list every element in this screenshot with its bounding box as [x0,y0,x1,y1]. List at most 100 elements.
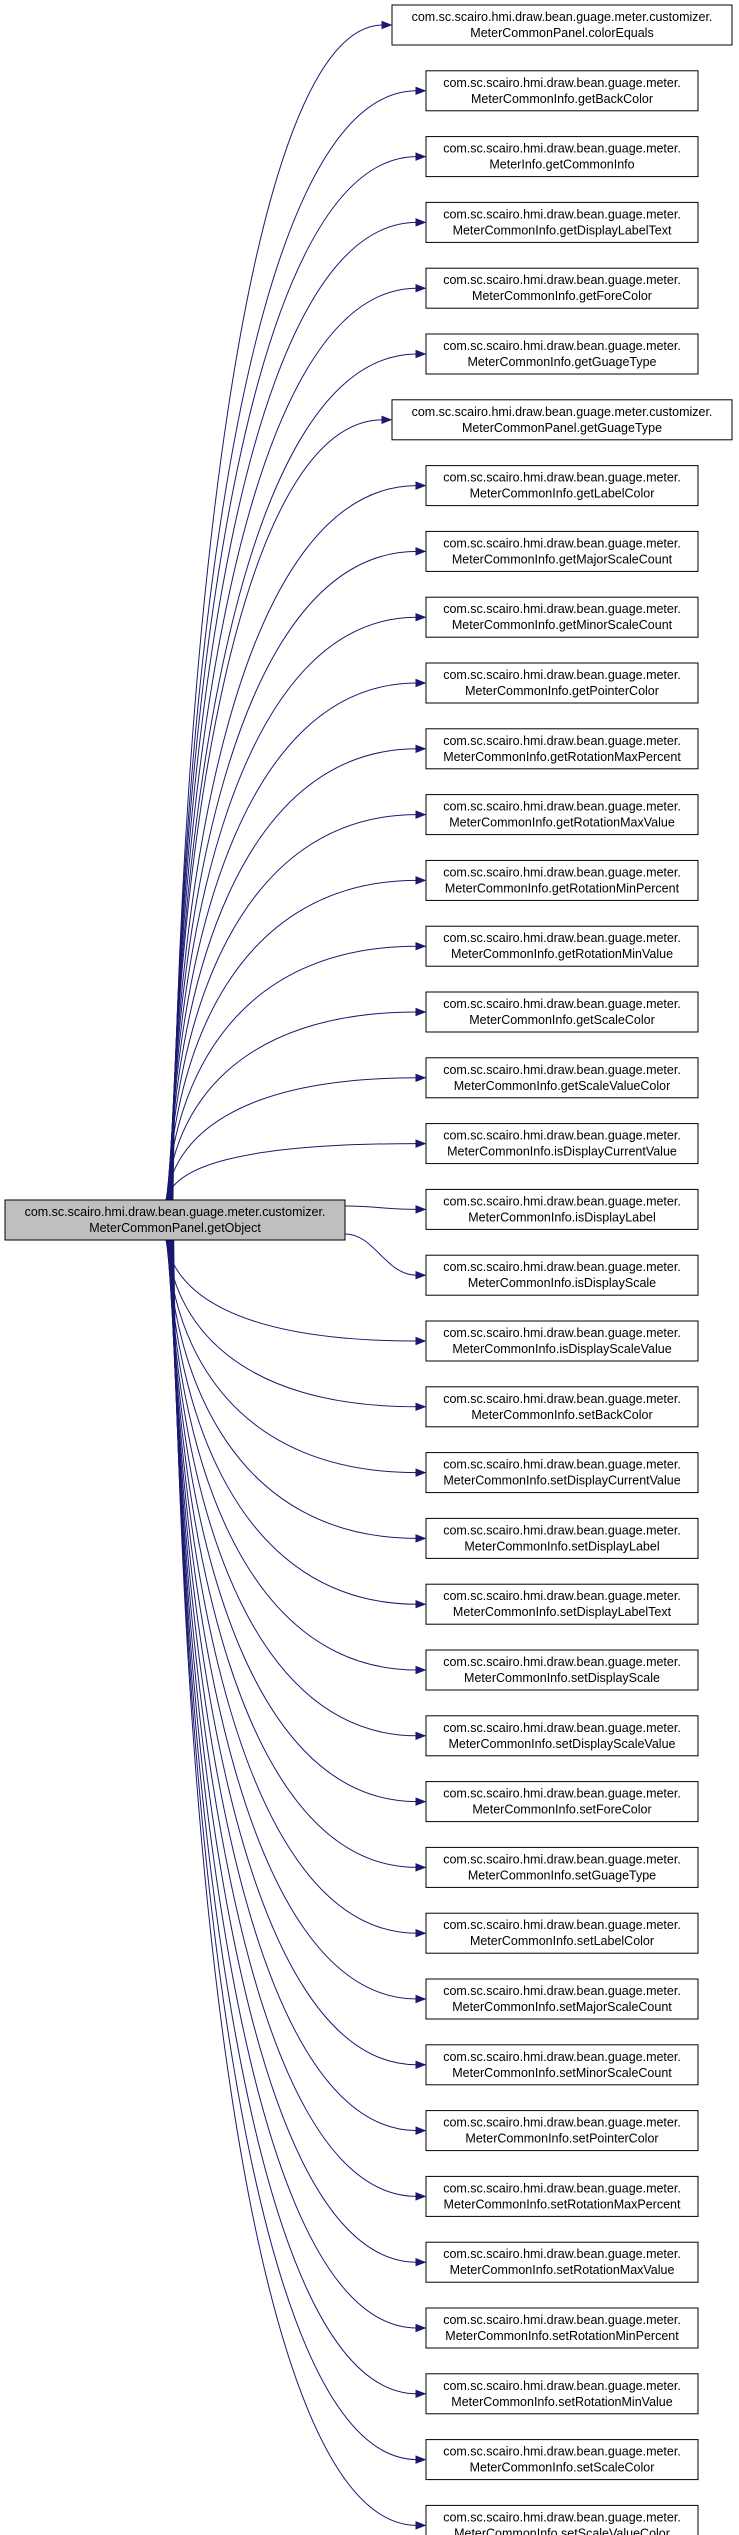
edge-arrowhead [381,415,393,425]
edge-arrowhead [415,1928,427,1938]
call-edge [344,1205,418,1210]
callee-node-label-line1: com.sc.scairo.hmi.draw.bean.guage.meter. [443,1194,681,1208]
callee-node-label-line2: MeterCommonInfo.setScaleColor [470,2461,655,2475]
callee-node[interactable]: com.sc.scairo.hmi.draw.bean.guage.meter.… [425,1912,699,1954]
call-edge [170,353,418,1203]
root-node[interactable]: com.sc.scairo.hmi.draw.bean.guage.meter.… [4,1199,346,1241]
call-edge [168,550,418,1203]
callee-node-label-line1: com.sc.scairo.hmi.draw.bean.guage.meter. [443,668,681,682]
callee-node[interactable]: com.sc.scairo.hmi.draw.bean.guage.meter.… [425,1517,699,1559]
callee-node[interactable]: com.sc.scairo.hmi.draw.bean.guage.meter.… [425,1386,699,1428]
callee-node-label-line2: MeterCommonPanel.getGuageType [462,421,662,435]
edge-arrowhead [415,1336,427,1346]
callee-node[interactable]: com.sc.scairo.hmi.draw.bean.guage.meter.… [425,1846,699,1888]
callee-node[interactable]: com.sc.scairo.hmi.draw.bean.guage.meter.… [425,1781,699,1823]
callee-node[interactable]: com.sc.scairo.hmi.draw.bean.guage.meter.… [425,925,699,967]
edge-arrowhead [415,1007,427,1017]
callee-node[interactable]: com.sc.scairo.hmi.draw.bean.guage.meter.… [425,1452,699,1494]
callee-node[interactable]: com.sc.scairo.hmi.draw.bean.guage.meter.… [425,1057,699,1099]
callee-node[interactable]: com.sc.scairo.hmi.draw.bean.guage.meter.… [425,859,699,901]
callee-node-label-line2: MeterCommonInfo.setRotationMinValue [451,2395,672,2409]
callee-node[interactable]: com.sc.scairo.hmi.draw.bean.guage.meter.… [425,1715,699,1757]
call-edge [172,1237,418,2395]
callee-node[interactable]: com.sc.scairo.hmi.draw.bean.guage.meter.… [425,2439,699,2481]
callee-node[interactable]: com.sc.scairo.hmi.draw.bean.guage.meter.… [425,596,699,638]
root-node-label-line1: com.sc.scairo.hmi.draw.bean.guage.meter.… [25,1205,326,1219]
callee-node[interactable]: com.sc.scairo.hmi.draw.bean.guage.meter.… [425,1320,699,1362]
callee-node[interactable]: com.sc.scairo.hmi.draw.bean.guage.meter.… [425,728,699,770]
callee-node-label-line2: MeterCommonInfo.getDisplayLabelText [453,223,672,237]
callee-node[interactable]: com.sc.scairo.hmi.draw.bean.guage.meter.… [425,2044,699,2086]
callee-node[interactable]: com.sc.scairo.hmi.draw.bean.guage.meter.… [425,1978,699,2020]
callee-node[interactable]: com.sc.scairo.hmi.draw.bean.guage.meter.… [425,530,699,572]
edge-arrowhead [415,744,427,754]
callee-node[interactable]: com.sc.scairo.hmi.draw.bean.guage.meter.… [425,465,699,507]
callee-node-label-line2: MeterCommonInfo.getRotationMaxPercent [443,750,681,764]
callee-node-label-line1: com.sc.scairo.hmi.draw.bean.guage.meter. [443,602,681,616]
edge-arrowhead [415,2060,427,2070]
callee-node[interactable]: com.sc.scairo.hmi.draw.bean.guage.meter.… [425,1123,699,1165]
call-edge [166,1237,418,1539]
edge-arrowhead [415,1863,427,1872]
edge-arrowhead [415,152,427,161]
edge-arrowhead [415,349,427,359]
callee-node[interactable]: com.sc.scairo.hmi.draw.bean.guage.meter.… [425,2241,699,2283]
callee-node[interactable]: com.sc.scairo.hmi.draw.bean.guage.meter.… [425,2504,699,2535]
callee-node[interactable]: com.sc.scairo.hmi.draw.bean.guage.meter.… [425,2307,699,2349]
callee-node[interactable]: com.sc.scairo.hmi.draw.bean.guage.meter.… [425,2110,699,2152]
callee-node-label-line2: MeterCommonInfo.setPointerColor [465,2132,658,2146]
callee-node[interactable]: com.sc.scairo.hmi.draw.bean.guage.meter.… [425,267,699,309]
call-edge [171,1237,418,2263]
edge-arrowhead [415,1534,427,1543]
callee-node-label-line1: com.sc.scairo.hmi.draw.bean.guage.meter. [443,142,681,156]
call-edge [165,1011,418,1203]
callee-node[interactable]: com.sc.scairo.hmi.draw.bean.guage.meter.… [425,136,699,178]
callee-node[interactable]: com.sc.scairo.hmi.draw.bean.guage.meter.… [391,399,733,441]
call-edge [169,419,384,1203]
callee-node-label-line2: MeterInfo.getCommonInfo [489,158,634,172]
callee-node[interactable]: com.sc.scairo.hmi.draw.bean.guage.meter.… [425,794,699,836]
edge-arrowhead [415,2192,427,2201]
call-edge [171,1237,418,2329]
callee-node[interactable]: com.sc.scairo.hmi.draw.bean.guage.meter.… [425,2373,699,2415]
callee-node-label-line1: com.sc.scairo.hmi.draw.bean.guage.meter. [443,471,681,485]
callee-node-label-line1: com.sc.scairo.hmi.draw.bean.guage.meter. [443,2181,681,2195]
edge-arrowhead [415,810,427,819]
edges-layer [165,20,427,2530]
callee-node[interactable]: com.sc.scairo.hmi.draw.bean.guage.meter.… [425,333,699,375]
callee-node-label-line1: com.sc.scairo.hmi.draw.bean.guage.meter. [443,734,681,748]
callee-node-label-line1: com.sc.scairo.hmi.draw.bean.guage.meter. [443,76,681,90]
call-edge [167,748,418,1203]
callee-node-label-line1: com.sc.scairo.hmi.draw.bean.guage.meter. [443,931,681,945]
edge-arrowhead [415,2389,427,2399]
callee-node[interactable]: com.sc.scairo.hmi.draw.bean.guage.meter.… [425,662,699,704]
callee-nodes: com.sc.scairo.hmi.draw.bean.guage.meter.… [391,4,733,2535]
call-edge [167,814,418,1203]
callee-node-label-line1: com.sc.scairo.hmi.draw.bean.guage.meter. [443,1787,681,1801]
callee-node-label-line1: com.sc.scairo.hmi.draw.bean.guage.meter. [443,1458,681,1472]
call-edge [173,1237,418,2526]
callee-node-label-line1: com.sc.scairo.hmi.draw.bean.guage.meter. [443,2510,681,2524]
callee-node[interactable]: com.sc.scairo.hmi.draw.bean.guage.meter.… [425,1254,699,1296]
callee-node-label-line2: MeterCommonInfo.getMinorScaleCount [452,618,673,632]
callee-node-label-line1: com.sc.scairo.hmi.draw.bean.guage.meter. [443,1589,681,1603]
call-edge [172,1237,418,2461]
callee-node-label-line2: MeterCommonInfo.setDisplayScale [464,1671,660,1685]
call-edge [171,156,418,1203]
callee-node[interactable]: com.sc.scairo.hmi.draw.bean.guage.meter.… [425,1188,699,1230]
callee-node[interactable]: com.sc.scairo.hmi.draw.bean.guage.meter.… [425,2175,699,2217]
callee-node-label-line1: com.sc.scairo.hmi.draw.bean.guage.meter. [443,339,681,353]
call-edge [168,616,418,1203]
edge-arrowhead [415,941,427,951]
callee-node[interactable]: com.sc.scairo.hmi.draw.bean.guage.meter.… [425,1649,699,1691]
callee-node-label-line1: com.sc.scairo.hmi.draw.bean.guage.meter. [443,1523,681,1537]
edge-arrowhead [415,218,427,227]
callee-node[interactable]: com.sc.scairo.hmi.draw.bean.guage.meter.… [425,991,699,1033]
callee-node[interactable]: com.sc.scairo.hmi.draw.bean.guage.meter.… [425,70,699,112]
callee-node[interactable]: com.sc.scairo.hmi.draw.bean.guage.meter.… [425,1583,699,1625]
callee-node[interactable]: com.sc.scairo.hmi.draw.bean.guage.meter.… [425,201,699,243]
callee-node[interactable]: com.sc.scairo.hmi.draw.bean.guage.meter.… [391,4,733,46]
edge-arrowhead [415,1797,427,1806]
call-edge [166,879,418,1203]
